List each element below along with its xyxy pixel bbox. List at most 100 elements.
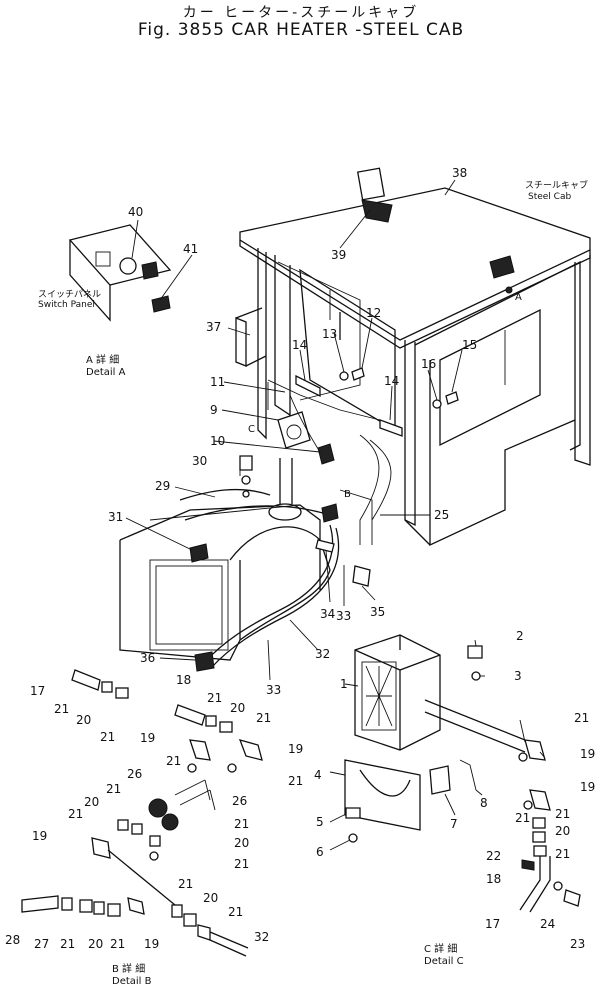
part-label-1: 1 (340, 677, 348, 691)
steel-cab-label: Steel Cab (528, 192, 571, 202)
part-label-24: 24 (540, 917, 555, 931)
part-label-33-lower: 33 (266, 683, 281, 697)
part-label-6: 6 (316, 845, 324, 859)
part-label-12: 12 (366, 306, 381, 320)
part-label-19-e: 19 (580, 747, 595, 761)
part-label-21-h: 21 (68, 807, 83, 821)
part-label-26-b: 26 (232, 794, 247, 808)
detail-c-drawing (518, 739, 581, 913)
part-label-19-b: 19 (288, 742, 303, 756)
part-label-11: 11 (210, 375, 225, 389)
part-label-35: 35 (370, 605, 385, 619)
part-label-18-left: 18 (176, 673, 191, 687)
part-label-27: 27 (34, 937, 49, 951)
detail-b-label-jp: B 詳 細 (112, 962, 145, 975)
switch-panel-label: Switch Panel (38, 300, 95, 310)
part-label-19-c: 19 (32, 829, 47, 843)
leader-lines (125, 179, 546, 851)
part-label-16: 16 (421, 357, 436, 371)
part-label-37: 37 (206, 320, 221, 334)
part-label-20-d: 20 (234, 836, 249, 850)
part-label-14-left: 14 (292, 338, 307, 352)
annotations: スチールキャブ Steel Cab スイッチパネル Switch Panel A… (38, 179, 588, 987)
part-label-15: 15 (462, 338, 477, 352)
part-label-7: 7 (450, 817, 458, 831)
part-label-4: 4 (314, 768, 322, 782)
part-label-21-q: 21 (555, 807, 570, 821)
part-label-32-lower: 32 (254, 930, 269, 944)
part-label-39: 39 (331, 248, 346, 262)
part-label-29: 29 (155, 479, 170, 493)
part-label-41: 41 (183, 242, 198, 256)
part-label-2: 2 (516, 629, 524, 643)
part-label-20-e: 20 (203, 891, 218, 905)
part-label-21-c: 21 (207, 691, 222, 705)
detail-a-label-jp: A 詳 細 (86, 353, 119, 366)
part-label-36: 36 (140, 651, 155, 665)
part-label-21-i: 21 (234, 817, 249, 831)
part-label-9: 9 (210, 403, 218, 417)
part-label-21-m: 21 (60, 937, 75, 951)
part-label-17-left: 17 (30, 684, 45, 698)
steel-cab-label-jp: スチールキャブ (525, 179, 588, 191)
part-label-20-a: 20 (76, 713, 91, 727)
detail-c-label-jp: C 詳 細 (424, 942, 457, 955)
part-label-22: 22 (486, 849, 501, 863)
part-label-21-e: 21 (166, 754, 181, 768)
detail-b-label: Detail B (112, 976, 152, 987)
part-label-34: 34 (320, 607, 335, 621)
marker-b: B (344, 489, 351, 500)
detail-c-label: Detail C (424, 956, 464, 967)
part-label-21-k: 21 (178, 877, 193, 891)
part-label-19-d: 19 (144, 937, 159, 951)
part-label-20-c: 20 (84, 795, 99, 809)
part-label-21-o: 21 (574, 711, 589, 725)
part-label-17-right: 17 (485, 917, 500, 931)
figure-title-japanese: カー ヒーター-スチールキャブ (182, 5, 420, 21)
part-label-28: 28 (5, 933, 20, 947)
switch-panel-label-jp: スイッチパネル (38, 289, 101, 300)
part-label-3: 3 (514, 669, 522, 683)
part-label-21-p: 21 (515, 811, 530, 825)
part-label-21-g: 21 (106, 782, 121, 796)
figure-title: Fig. 3855 CAR HEATER -STEEL CAB (137, 20, 465, 40)
detail-a-label: Detail A (86, 367, 126, 378)
detail-b-drawing (21, 669, 263, 957)
part-label-19-a: 19 (140, 731, 155, 745)
part-label-18-right: 18 (486, 872, 501, 886)
part-label-38: 38 (452, 166, 467, 180)
part-label-14-right: 14 (384, 374, 399, 388)
part-label-21-n: 21 (110, 937, 125, 951)
part-label-21-a: 21 (54, 702, 69, 716)
heater-unit-drawing (344, 634, 526, 843)
part-label-5: 5 (316, 815, 324, 829)
part-label-30: 30 (192, 454, 207, 468)
part-label-20-f: 20 (88, 937, 103, 951)
part-label-26-a: 26 (127, 767, 142, 781)
marker-a: A (515, 292, 522, 303)
part-label-20-g: 20 (555, 824, 570, 838)
steel-cab-drawing (235, 167, 591, 547)
part-label-31: 31 (108, 510, 123, 524)
part-label-10: 10 (210, 434, 225, 448)
part-label-40: 40 (128, 205, 143, 219)
part-label-13: 13 (322, 327, 337, 341)
part-label-19-f: 19 (580, 780, 595, 794)
radiator-tank-drawing (119, 455, 373, 672)
part-label-21-l: 21 (228, 905, 243, 919)
part-label-21-j: 21 (234, 857, 249, 871)
part-label-21-b: 21 (100, 730, 115, 744)
switch-panel-drawing (68, 224, 172, 322)
part-label-8: 8 (480, 796, 488, 810)
part-label-21-f: 21 (288, 774, 303, 788)
part-number-labels: 38 39 40 41 37 13 12 16 15 14 14 11 9 10… (5, 166, 595, 951)
part-label-25: 25 (434, 508, 449, 522)
part-label-21-r: 21 (555, 847, 570, 861)
part-label-20-b: 20 (230, 701, 245, 715)
part-label-21-d: 21 (256, 711, 271, 725)
part-label-32-upper: 32 (315, 647, 330, 661)
marker-c: C (248, 424, 255, 435)
part-label-33-upper: 33 (336, 609, 351, 623)
part-label-23: 23 (570, 937, 585, 951)
